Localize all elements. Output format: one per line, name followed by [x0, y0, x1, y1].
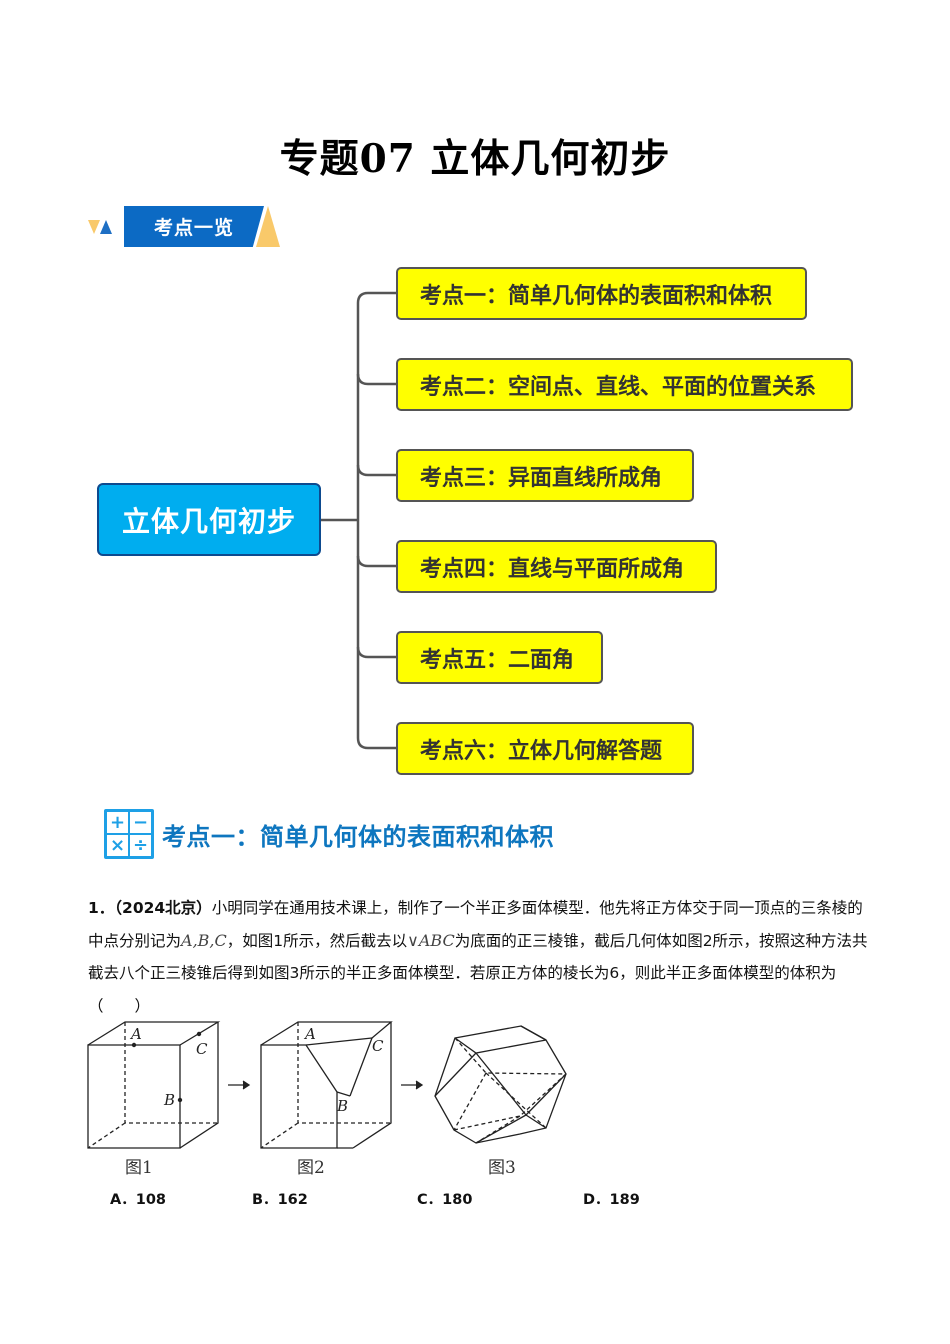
option-c[interactable]: C．180	[417, 1188, 472, 1209]
option-letter: B．	[252, 1192, 278, 1208]
math-triangle: ∨ABC	[407, 930, 455, 950]
point-label-a: A	[129, 1025, 142, 1043]
question-number: 1．	[88, 899, 115, 917]
answer-options: A．108 B．162 C．180 D．189	[110, 1188, 710, 1212]
point-label-a: A	[303, 1025, 316, 1043]
option-letter: D．	[583, 1192, 610, 1208]
mindmap-topic-3: 考点三：异面直线所成角	[396, 449, 694, 502]
option-value: 162	[277, 1192, 308, 1208]
page-title: 专题07 立体几何初步	[279, 136, 671, 182]
mindmap-topic-2: 考点二：空间点、直线、平面的位置关系	[396, 358, 853, 411]
point-label-b: B	[336, 1097, 348, 1115]
option-value: 108	[135, 1192, 167, 1208]
overview-banner: 考点一览	[88, 206, 283, 248]
point-label-c: C	[372, 1037, 384, 1055]
plus-icon: +	[107, 812, 128, 833]
overview-banner-label: 考点一览	[124, 206, 264, 247]
question-text: 为底面的正三棱锥，截后几何体如图2所示，按照这种方法共截去八个正三棱锥后得到如图…	[88, 931, 868, 1015]
point-label-c: C	[196, 1040, 208, 1058]
mindmap-topic-1: 考点一：简单几何体的表面积和体积	[396, 267, 807, 320]
cube-figures: A C B A C B	[87, 1021, 567, 1149]
section-heading: + − × ÷ 考点一：简单几何体的表面积和体积	[104, 809, 554, 859]
figure-1-label: 图1	[125, 1158, 153, 1178]
multiply-icon: ×	[107, 835, 128, 856]
option-b[interactable]: B．162	[252, 1188, 308, 1209]
calculator-icon: + − × ÷	[104, 809, 154, 859]
divide-icon: ÷	[130, 835, 151, 856]
option-letter: C．	[417, 1192, 443, 1208]
question-text: 小明同学在通用技术课上，制作了一个半正多面体模型．他先将正方体交于同一顶点的三条…	[88, 899, 863, 950]
point-label-b: B	[163, 1091, 175, 1109]
question-figures: A C B A C B 图1 图2 图3	[80, 1018, 580, 1178]
figure-2-label: 图2	[297, 1158, 325, 1178]
option-value: 189	[609, 1192, 640, 1208]
option-d[interactable]: D．189	[583, 1188, 640, 1209]
minus-icon: −	[130, 812, 151, 833]
option-value: 180	[442, 1192, 473, 1208]
option-a[interactable]: A．108	[110, 1188, 166, 1209]
question-source: （2024北京）	[114, 899, 212, 917]
triangle-decoration-icon	[256, 206, 280, 247]
mindmap-topic-6: 考点六：立体几何解答题	[396, 722, 694, 775]
figure-3-label: 图3	[488, 1158, 516, 1178]
section-title: 考点一：简单几何体的表面积和体积	[162, 822, 554, 851]
mindmap-topic-4: 考点四：直线与平面所成角	[396, 540, 717, 593]
math-points: A,B,C	[181, 930, 227, 950]
mindmap-root-node: 立体几何初步	[97, 483, 321, 556]
question-1: 1．（2024北京）小明同学在通用技术课上，制作了一个半正多面体模型．他先将正方…	[88, 892, 868, 1022]
option-letter: A．	[110, 1192, 136, 1208]
question-text: ，如图1所示，然后截去以	[226, 931, 408, 950]
mindmap-topic-5: 考点五：二面角	[396, 631, 603, 684]
triangle-decoration-icon	[100, 220, 112, 234]
triangle-decoration-icon	[88, 220, 100, 234]
